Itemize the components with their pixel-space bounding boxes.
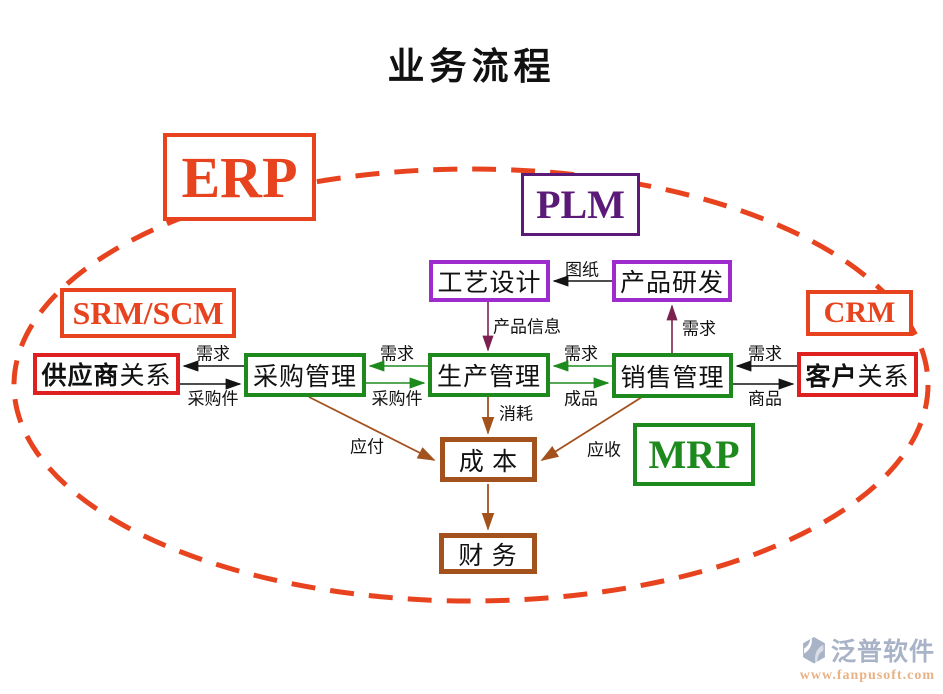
edge-label-finished-goods: 成品 (564, 389, 598, 409)
node-finance: 财 务 (439, 533, 537, 574)
srm-scm-badge: SRM/SCM (60, 288, 236, 338)
erp-badge: ERP (163, 133, 316, 221)
edge-label-payable: 应付 (350, 437, 384, 457)
node-customer-relationship: 客户关系 (797, 352, 918, 397)
node-cost: 成 本 (440, 437, 537, 482)
page-title: 业务流程 (387, 47, 556, 88)
edge-label-product-info: 产品信息 (493, 317, 561, 337)
edge-label-consumption: 消耗 (499, 404, 533, 424)
fanpu-logo-icon (803, 636, 825, 663)
watermark: 泛普软件 www.fanpusoft.com (800, 632, 935, 684)
node-supplier-relationship: 供应商关系 (33, 353, 180, 395)
node-customer-relationship-rest: 关系 (857, 363, 910, 391)
node-process-design: 工艺设计 (429, 260, 550, 302)
crm-badge: CRM (806, 290, 913, 336)
watermark-brand: 泛普软件 (830, 638, 935, 666)
edge-label-rd-demand: 需求 (682, 319, 716, 339)
node-sales: 销售管理 (612, 353, 733, 398)
edge-label-supplier-parts: 采购件 (187, 389, 239, 409)
node-customer-relationship-bold: 客户 (805, 363, 858, 391)
mrp-badge: MRP (633, 423, 755, 486)
edge-label-procurement-parts: 采购件 (371, 389, 423, 409)
edge-label-goods: 商品 (748, 389, 782, 409)
edge-label-supplier-demand: 需求 (196, 344, 230, 364)
node-product-rd: 产品研发 (612, 260, 732, 302)
edge-label-drawings: 图纸 (565, 260, 599, 280)
edge-label-production-demand: 需求 (564, 344, 598, 364)
node-supplier-relationship-rest: 关系 (119, 363, 172, 390)
node-procurement: 采购管理 (244, 353, 366, 397)
edge-label-procurement-demand: 需求 (380, 344, 414, 364)
watermark-url: www.fanpusoft.com (799, 668, 935, 683)
node-supplier-relationship-bold: 供应商 (41, 363, 120, 390)
edge-label-receivable: 应收 (587, 440, 621, 460)
plm-badge: PLM (521, 173, 640, 236)
node-production: 生产管理 (428, 353, 550, 397)
edge-label-sales-demand: 需求 (748, 344, 782, 364)
